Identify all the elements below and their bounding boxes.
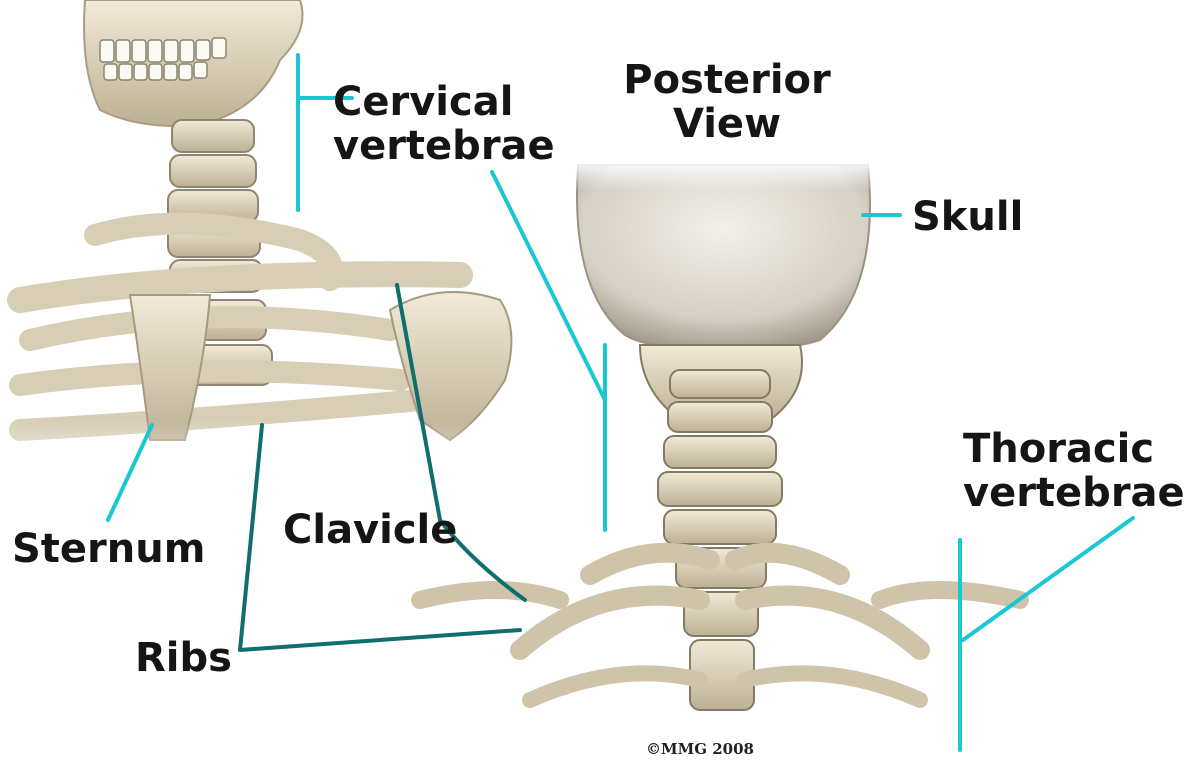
thoracic-line [960, 518, 1133, 750]
label-cervical-vertebrae: Cervical vertebrae [333, 80, 555, 168]
label-posterior-view: Posterior View [622, 58, 832, 146]
label-posterior-line2: View [622, 102, 832, 146]
label-sternum: Sternum [12, 527, 205, 571]
cervical-spine-posterior [640, 345, 802, 710]
label-cervical-line1: Cervical [333, 80, 555, 124]
shoulder-bone [390, 292, 511, 440]
label-thoracic-line1: Thoracic [963, 427, 1185, 471]
anterior-illustration [0, 0, 560, 500]
label-posterior-line1: Posterior [622, 58, 832, 102]
label-ribs: Ribs [135, 636, 232, 680]
label-skull: Skull [912, 195, 1023, 239]
label-clavicle: Clavicle [283, 508, 457, 552]
copyright-text: ©MMG 2008 [646, 740, 754, 758]
label-thoracic-line2: vertebrae [963, 471, 1185, 515]
skull-bone [577, 165, 870, 347]
label-cervical-line2: vertebrae [333, 124, 555, 168]
jaw-bone [84, 0, 303, 126]
label-thoracic-vertebrae: Thoracic vertebrae [963, 427, 1185, 515]
